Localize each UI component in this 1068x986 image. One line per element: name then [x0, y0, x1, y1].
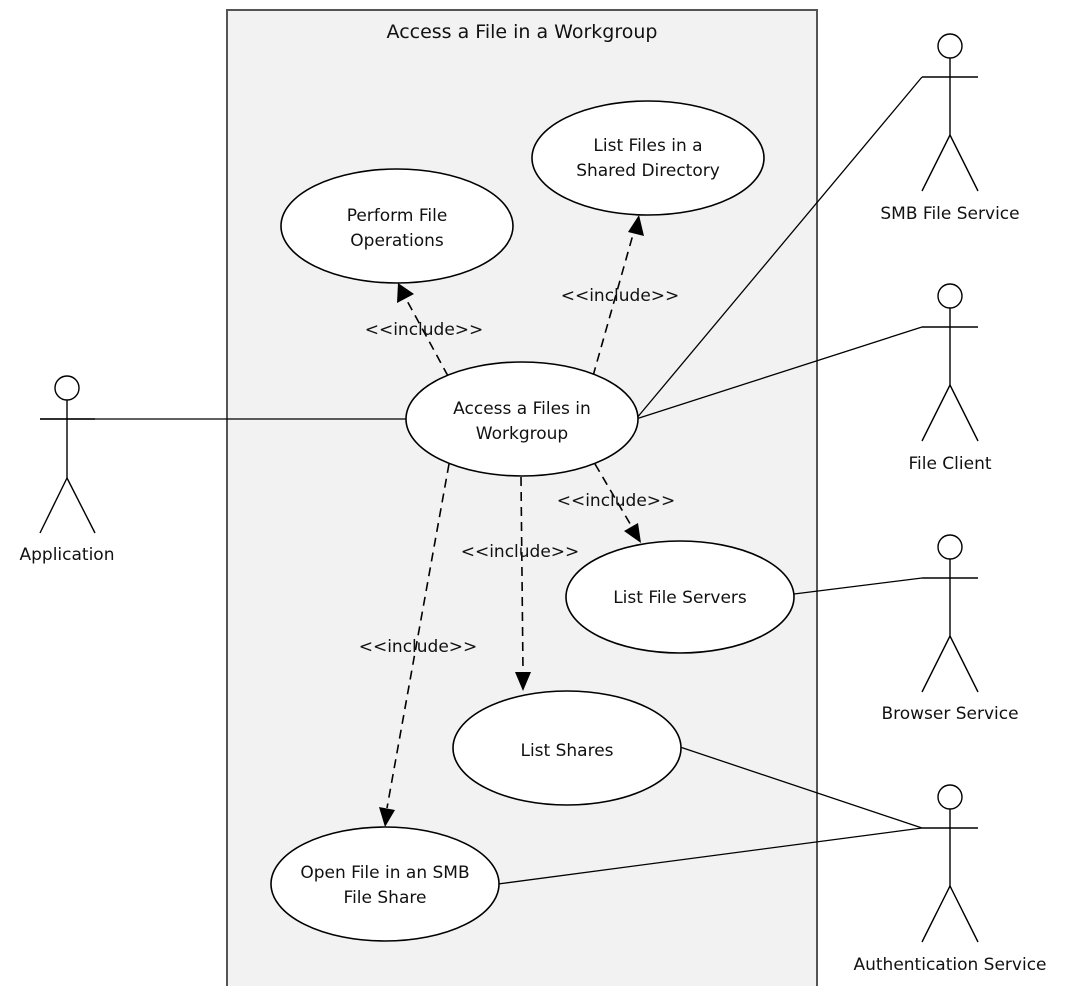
- actor-file-client: File Client: [908, 283, 992, 474]
- associations: [40, 76, 923, 885]
- association-file-client: [635, 326, 923, 420]
- usecase-label: Open File in an SMB: [300, 863, 469, 883]
- usecase-open-file: Open File in an SMB File Share: [270, 826, 500, 942]
- association-browser-service: [793, 577, 923, 595]
- include-label: <<include>>: [359, 637, 478, 657]
- include-label: <<include>>: [557, 491, 676, 511]
- actor-browser-service: Browser Service: [881, 534, 1019, 724]
- actor-smb-file-service: SMB File Service: [880, 33, 1020, 224]
- actor-name: File Client: [908, 454, 991, 474]
- dependency-perform-operations: [397, 283, 449, 377]
- actor-name: Browser Service: [881, 704, 1018, 724]
- usecase-label: File Share: [344, 888, 427, 908]
- actor-name: Application: [20, 545, 115, 565]
- usecase-access-files: Access a Files in Workgroup: [405, 361, 639, 477]
- arrowhead: [397, 283, 414, 303]
- include-dependencies: [379, 215, 644, 827]
- usecase-perform-file-operations: Perform File Operations: [280, 168, 514, 284]
- actor-head: [937, 283, 963, 309]
- association-auth-list-shares: [679, 746, 923, 829]
- usecase-label: Shared Directory: [576, 161, 720, 181]
- arrowhead: [628, 215, 644, 236]
- actor-head: [937, 33, 963, 59]
- include-label: <<include>>: [461, 542, 580, 562]
- dependency-list-shares: [515, 476, 531, 691]
- usecase-label: Operations: [350, 231, 444, 251]
- dependency-list-file-servers: [594, 463, 641, 543]
- actor-name: SMB File Service: [880, 204, 1019, 224]
- actor-name: Authentication Service: [853, 955, 1046, 975]
- usecase-label: List File Servers: [613, 588, 747, 608]
- usecase-label: Perform File: [347, 206, 448, 226]
- include-labels: <<include>> <<include>> <<include>> <<in…: [359, 286, 680, 657]
- actor-application: Application: [20, 375, 115, 565]
- actor-head: [937, 534, 963, 560]
- usecase-label: List Shares: [520, 741, 613, 761]
- actor-authentication-service: Authentication Service: [853, 784, 1047, 975]
- usecase-label: List Files in a: [593, 136, 702, 156]
- association-smb-file-service: [635, 76, 923, 420]
- actor-head: [937, 784, 963, 810]
- dependency-open-file: [379, 463, 450, 827]
- arrowhead: [624, 523, 641, 543]
- dependency-list-files: [592, 215, 644, 377]
- usecase-list-file-servers: List File Servers: [565, 540, 795, 654]
- usecase-label: Workgroup: [476, 424, 568, 444]
- usecase-list-files: List Files in a Shared Directory: [531, 100, 765, 216]
- usecase-list-shares: List Shares: [452, 690, 682, 806]
- actor-head: [54, 375, 80, 401]
- arrowhead: [379, 807, 395, 827]
- usecase-label: Access a Files in: [453, 399, 591, 419]
- include-label: <<include>>: [365, 320, 484, 340]
- arrowhead: [515, 672, 531, 691]
- association-auth-open-file: [497, 827, 923, 885]
- boundary-title: Access a File in a Workgroup: [387, 21, 658, 43]
- include-label: <<include>>: [561, 286, 680, 306]
